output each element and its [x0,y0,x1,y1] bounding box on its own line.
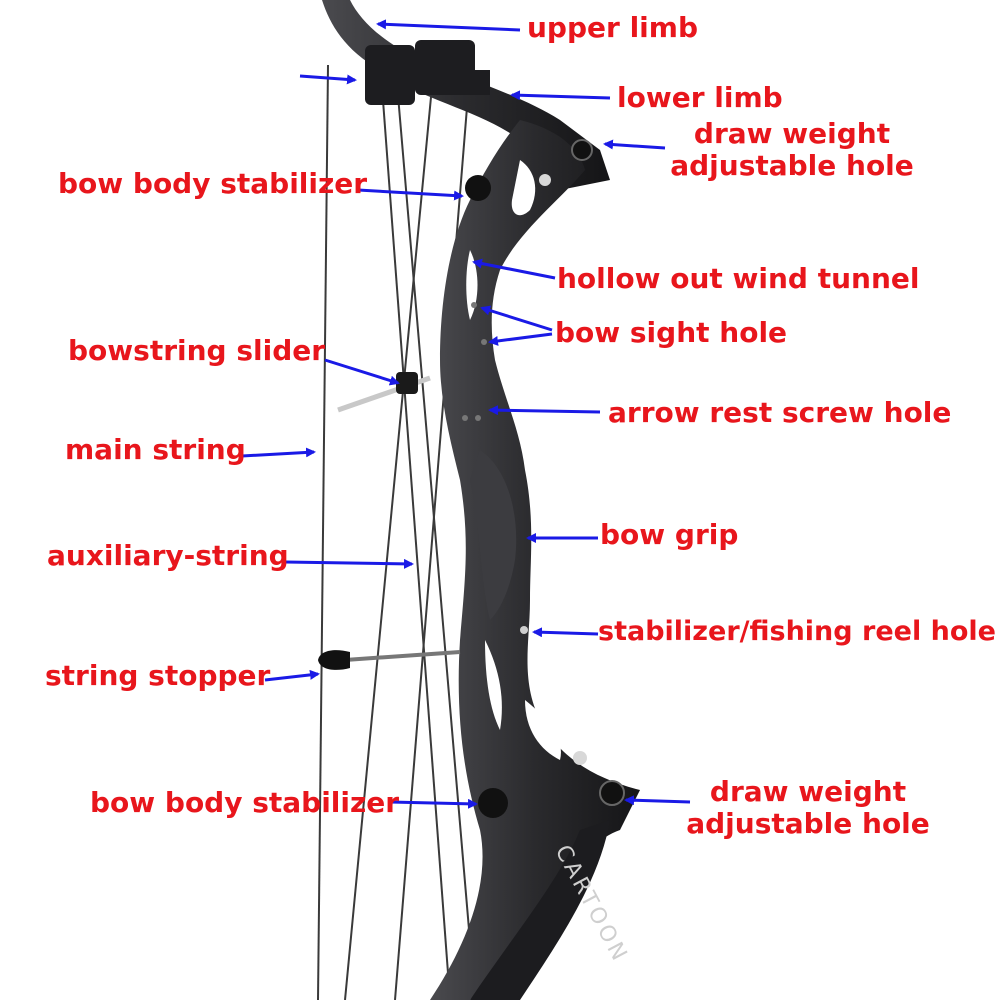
label-bow-body-stabilizer-top: bow body stabilizer [58,167,368,200]
arrow-rest-hole-1 [462,415,468,421]
label-draw-weight-top: draw weight adjustable hole [667,118,917,182]
riser-shape [430,120,640,1000]
bow-grip-shape [470,450,517,620]
stabilizer-knob-bottom [478,788,508,818]
arrow-rest-hole-2 [475,415,481,421]
label-bow-grip: bow grip [600,518,739,551]
upper-cams [365,40,490,105]
draw-weight-hole-bottom-shape [599,780,625,806]
bowstring-slider-block [396,372,418,394]
auxiliary-string-a [379,59,451,1000]
bow-sight-hole-2 [481,339,487,345]
bow-strings [317,54,476,1000]
stabilizer-knob-top [465,175,491,201]
string-stopper-rod [344,650,461,662]
main-string [317,64,329,1000]
silver-screw-bottom [573,751,587,765]
lower-limb-shape [470,820,610,1000]
auxiliary-string-d [394,69,471,1000]
silver-screw-top [539,174,551,186]
label-arrow-rest-screw-hole: arrow rest screw hole [608,396,952,429]
string-stopper-tip [318,650,350,670]
label-upper-limb: upper limb [527,11,698,44]
label-main-string: main string [65,433,246,466]
label-stabilizer-fishing-reel-hole: stabilizer/fishing reel hole [598,616,996,647]
pointer-arrows [241,19,691,809]
label-draw-weight-top-line1: draw weight [693,117,891,150]
label-draw-weight-bottom-line1: draw weight [709,775,907,808]
label-auxiliary-string: auxiliary-string [47,539,289,572]
label-string-stopper: string stopper [45,659,271,692]
label-hollow-out-wind-tunnel: hollow out wind tunnel [557,262,920,295]
stabilizer-hole-shape [520,626,528,634]
label-bowstring-slider: bowstring slider [68,334,326,367]
label-bow-body-stabilizer-bottom: bow body stabilizer [90,786,400,819]
label-bow-sight-hole: bow sight hole [555,316,788,349]
label-lower-limb: lower limb [617,81,783,114]
draw-weight-hole-top-shape [571,139,593,161]
bow-sight-hole-1 [471,302,477,308]
auxiliary-string-c [394,59,476,1000]
riser-cutouts [466,160,561,760]
label-draw-weight-bottom: draw weight adjustable hole [683,776,933,840]
label-draw-weight-top-line2: adjustable hole [670,149,914,182]
auxiliary-string-b [344,54,436,1000]
label-draw-weight-bottom-line2: adjustable hole [686,807,930,840]
